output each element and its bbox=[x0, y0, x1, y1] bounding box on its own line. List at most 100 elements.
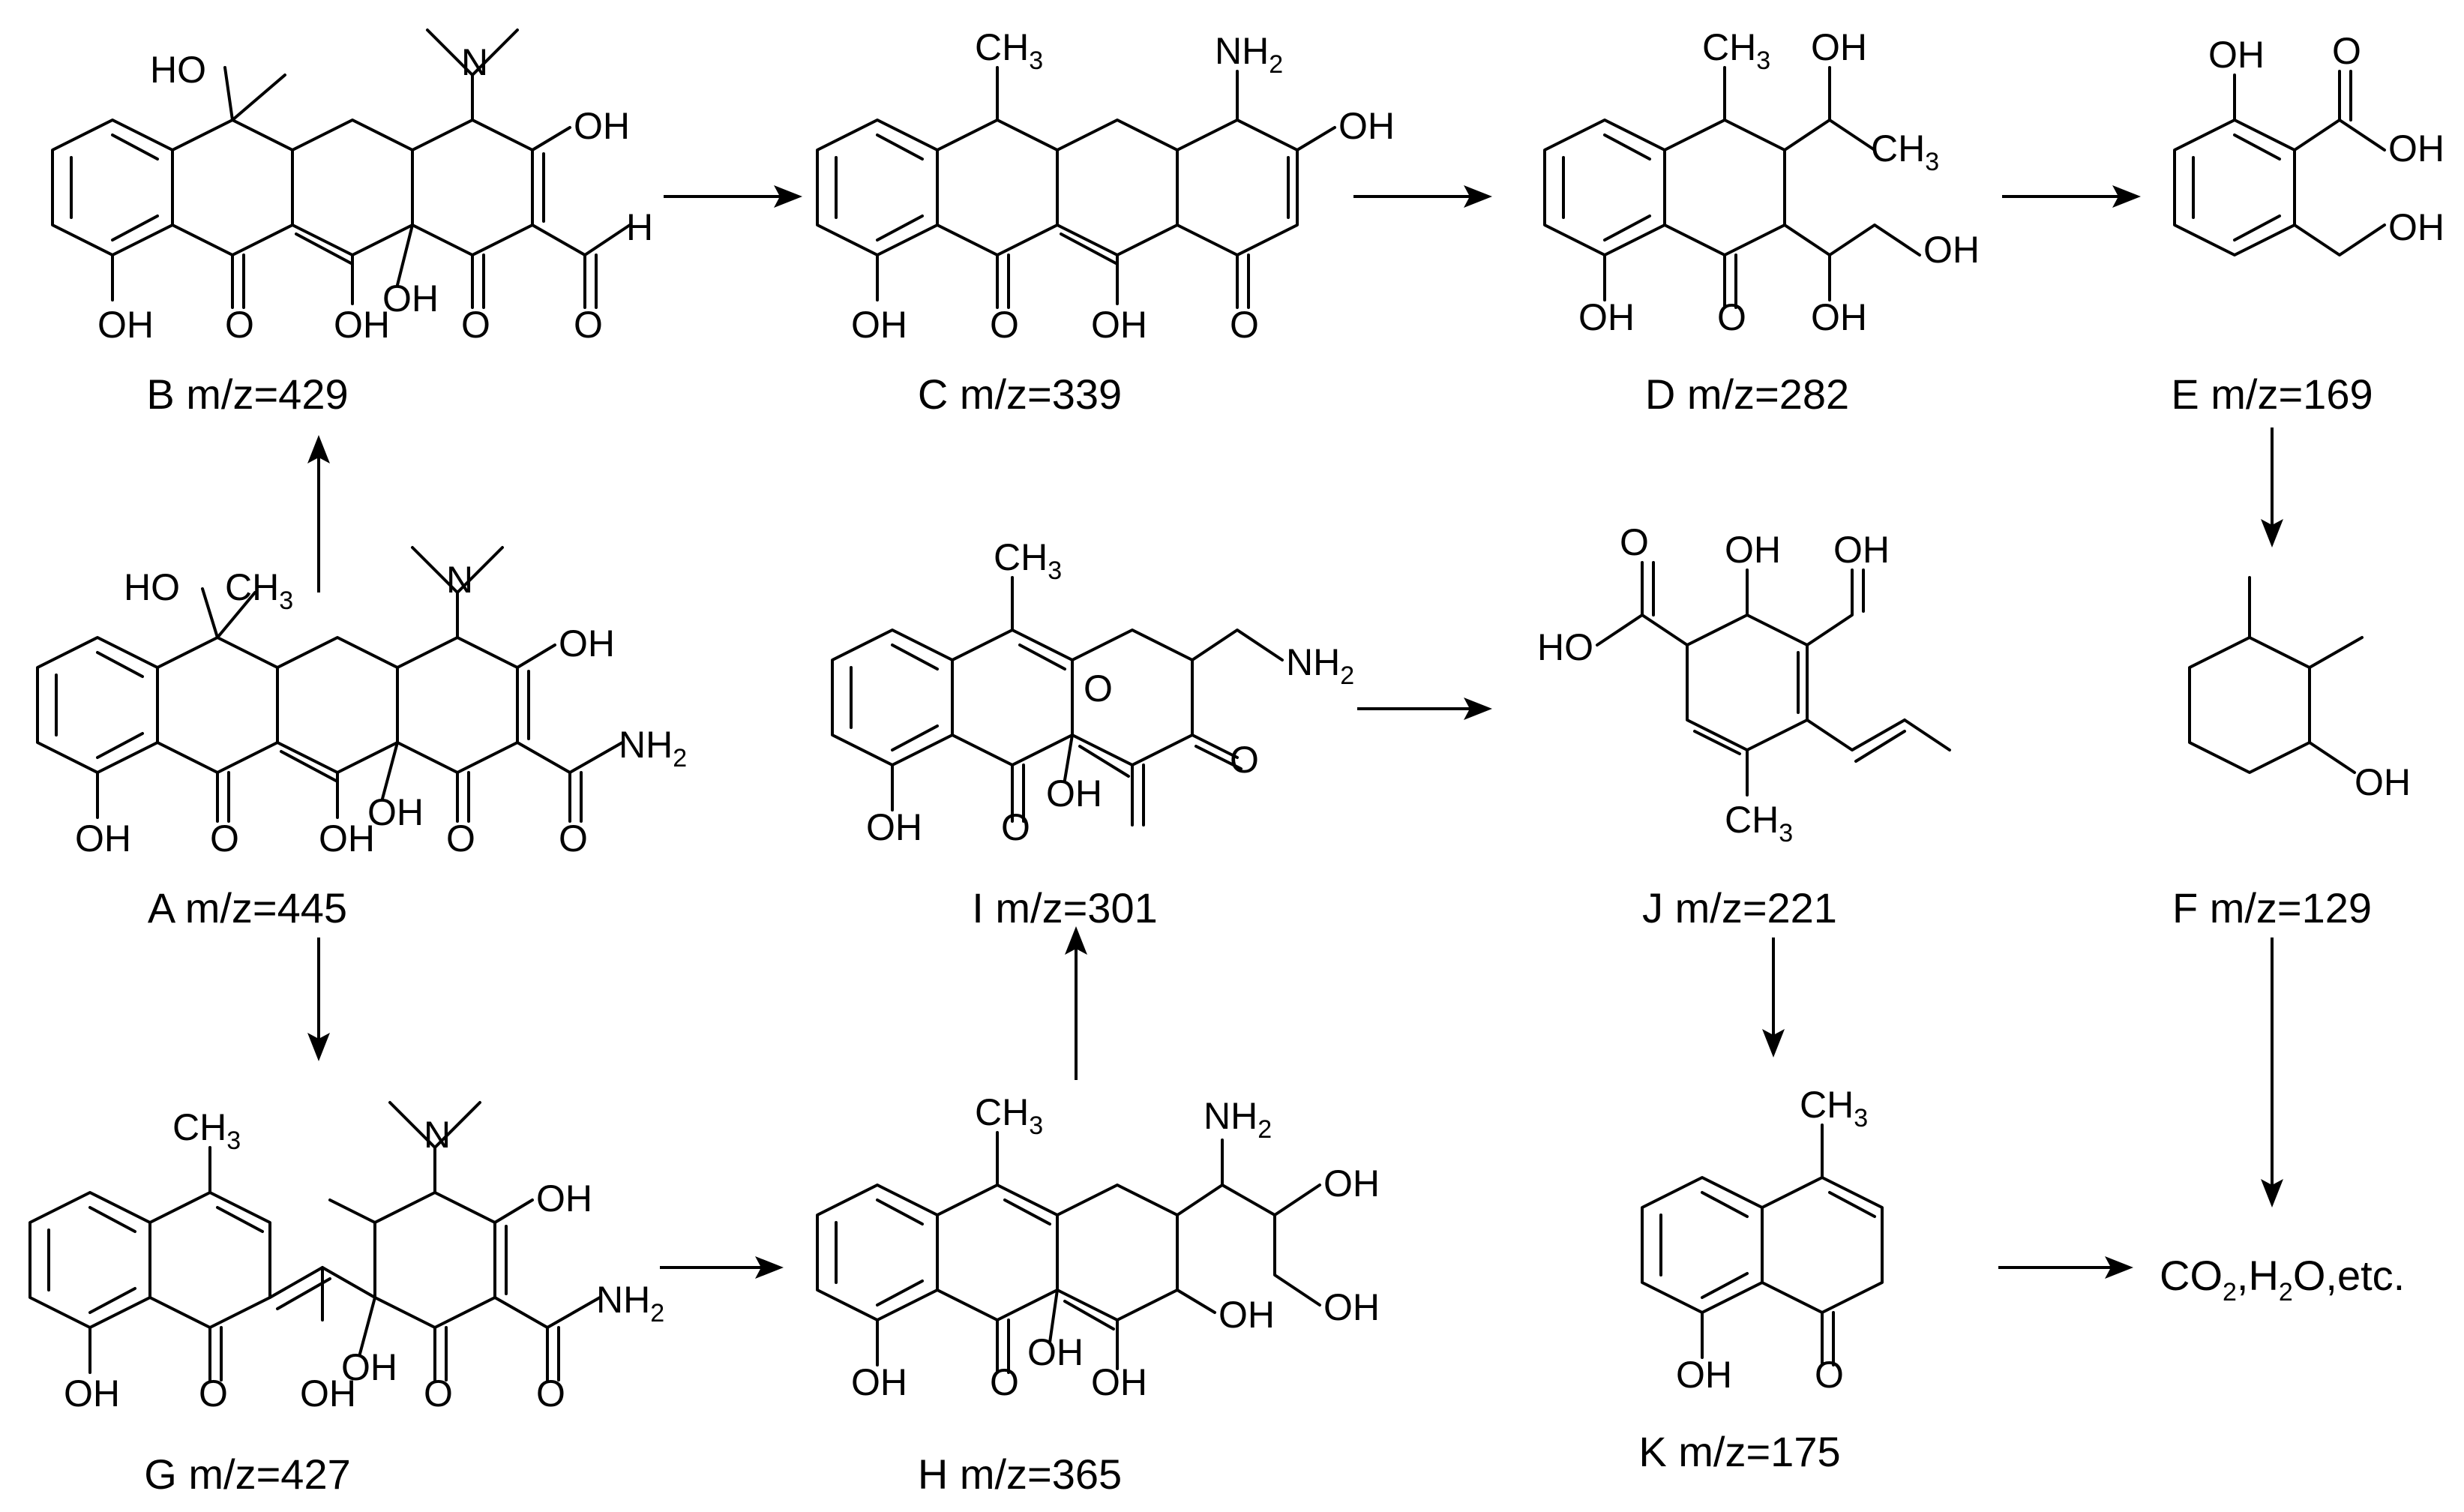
j-oh-label: OH bbox=[1725, 529, 1781, 571]
compound-i: CH3 NH2 O O OH O OH I m/z=301 bbox=[831, 536, 1354, 932]
b-n-label: N bbox=[461, 41, 488, 83]
d-ch3b-label: CH3 bbox=[1871, 128, 1939, 176]
arrow-d-to-e bbox=[2002, 185, 2141, 208]
h-ch3-label: CH3 bbox=[975, 1091, 1043, 1140]
b-caption: B m/z=429 bbox=[146, 370, 348, 418]
b-h-label: H bbox=[626, 206, 653, 248]
c-o2-label: O bbox=[1230, 304, 1259, 346]
k-oh-label: OH bbox=[1676, 1354, 1732, 1396]
arrow-j-to-k bbox=[1762, 938, 1785, 1058]
i-nh2-label: NH2 bbox=[1286, 641, 1354, 690]
final-products-label: CO2,H2O,etc. bbox=[2160, 1252, 2405, 1306]
h-caption: H m/z=365 bbox=[918, 1450, 1122, 1498]
g-n-label: N bbox=[424, 1114, 451, 1156]
d-o-label: O bbox=[1717, 296, 1746, 338]
compound-f: OH F m/z=129 bbox=[2172, 576, 2411, 932]
g-nh2-label: NH2 bbox=[596, 1279, 664, 1328]
j-caption: J m/z=221 bbox=[1642, 884, 1837, 932]
compound-e: OH O OH OH E m/z=169 bbox=[2171, 30, 2445, 418]
a-o-label: O bbox=[210, 818, 239, 860]
h-nh2-label: NH2 bbox=[1204, 1095, 1272, 1144]
g-o2-label: O bbox=[424, 1372, 453, 1414]
i-o3-label: O bbox=[1001, 806, 1030, 848]
compound-b: HO OH O OH OH O N OH O H B m/z=429 bbox=[51, 28, 653, 418]
a-ho-label: HO bbox=[124, 566, 180, 608]
h-oh2-label: OH bbox=[1323, 1286, 1380, 1328]
k-ch3-label: CH3 bbox=[1800, 1084, 1868, 1132]
j-ho-label: HO bbox=[1537, 626, 1593, 668]
i-oh2-label: OH bbox=[1046, 772, 1102, 814]
d-oh2-label: OH bbox=[1923, 229, 1980, 271]
d-oh-label: OH bbox=[1811, 26, 1867, 68]
g-o-label: O bbox=[199, 1372, 228, 1414]
d-oh3-label: OH bbox=[1811, 296, 1867, 338]
h-oh5-label: OH bbox=[1091, 1361, 1147, 1403]
g-oh4-label: OH bbox=[536, 1178, 592, 1220]
compound-g: CH3 OH O OH OH O N OH O NH2 G m/z=427 bbox=[28, 1101, 664, 1498]
c-caption: C m/z=339 bbox=[918, 370, 1122, 418]
f-oh-label: OH bbox=[2355, 761, 2411, 803]
g-caption: G m/z=427 bbox=[144, 1450, 350, 1498]
a-o3-label: O bbox=[559, 818, 588, 860]
compound-h: CH3 NH2 OH OH OH OH O OH OH H m/z=365 bbox=[816, 1091, 1380, 1498]
b-o2-label: O bbox=[461, 304, 490, 346]
a-oh4-label: OH bbox=[559, 622, 615, 664]
e-oh-label: OH bbox=[2208, 34, 2265, 76]
d-ch3-label: CH3 bbox=[1702, 26, 1770, 75]
i-o-label: O bbox=[1084, 668, 1113, 710]
b-oh2-label: OH bbox=[334, 304, 390, 346]
h-oh6-label: OH bbox=[1027, 1331, 1084, 1373]
compound-a: HO CH3 OH O OH OH O N OH O NH2 A m/z=445 bbox=[36, 546, 687, 932]
d-caption: D m/z=282 bbox=[1645, 370, 1849, 418]
a-n-label: N bbox=[446, 559, 473, 601]
i-o2-label: O bbox=[1230, 739, 1259, 781]
i-ch3-label: CH3 bbox=[994, 536, 1062, 585]
arrow-a-to-b bbox=[307, 435, 330, 592]
arrow-g-to-h bbox=[660, 1256, 784, 1279]
g-o3-label: O bbox=[536, 1372, 565, 1414]
arrow-c-to-d bbox=[1353, 185, 1492, 208]
c-oh-label: OH bbox=[1338, 105, 1395, 147]
k-o-label: O bbox=[1815, 1354, 1844, 1396]
a-ch3-label: CH3 bbox=[225, 566, 293, 615]
f-caption: F m/z=129 bbox=[2172, 884, 2372, 932]
c-nh2-label: NH2 bbox=[1215, 30, 1283, 79]
j-oh2-label: OH bbox=[1833, 529, 1890, 571]
arrow-i-to-j bbox=[1357, 698, 1492, 720]
arrow-b-to-c bbox=[664, 185, 802, 208]
compound-c: CH3 NH2 OH OH O OH O C m/z=339 bbox=[816, 26, 1395, 418]
i-caption: I m/z=301 bbox=[972, 884, 1157, 932]
h-oh-label: OH bbox=[1323, 1162, 1380, 1204]
a-oh2-label: OH bbox=[319, 818, 375, 860]
c-o-label: O bbox=[990, 304, 1019, 346]
a-o2-label: O bbox=[446, 818, 475, 860]
k-caption: K m/z=175 bbox=[1638, 1428, 1840, 1475]
b-oh-label: OH bbox=[97, 304, 154, 346]
arrow-e-to-f bbox=[2261, 428, 2283, 548]
g-oh3-label: OH bbox=[341, 1346, 397, 1388]
compound-d: CH3 OH CH3 OH OH OH O D m/z=282 bbox=[1543, 26, 1980, 418]
g-ch3-label: CH3 bbox=[172, 1106, 241, 1155]
a-caption: A m/z=445 bbox=[148, 884, 347, 932]
b-ho-label: HO bbox=[150, 49, 206, 91]
compound-k: CH3 OH O K m/z=175 bbox=[1638, 1084, 1884, 1475]
a-oh3-label: OH bbox=[367, 791, 424, 833]
b-o3-label: O bbox=[574, 304, 603, 346]
c-ch3-label: CH3 bbox=[975, 26, 1043, 75]
c-oh3-label: OH bbox=[1091, 304, 1147, 346]
e-caption: E m/z=169 bbox=[2171, 370, 2373, 418]
arrow-k-to-final bbox=[1998, 1256, 2133, 1279]
g-oh-label: OH bbox=[64, 1372, 120, 1414]
c-oh2-label: OH bbox=[851, 304, 907, 346]
arrow-a-to-g bbox=[307, 938, 330, 1061]
e-o-label: O bbox=[2332, 30, 2361, 72]
e-oh3-label: OH bbox=[2388, 206, 2445, 248]
e-oh2-label: OH bbox=[2388, 128, 2445, 170]
j-o-label: O bbox=[1620, 521, 1649, 563]
h-oh3-label: OH bbox=[1219, 1294, 1275, 1336]
b-o-label: O bbox=[225, 304, 254, 346]
g-oh2-label: OH bbox=[300, 1372, 356, 1414]
h-oh4-label: OH bbox=[851, 1361, 907, 1403]
b-oh4-label: OH bbox=[574, 105, 630, 147]
